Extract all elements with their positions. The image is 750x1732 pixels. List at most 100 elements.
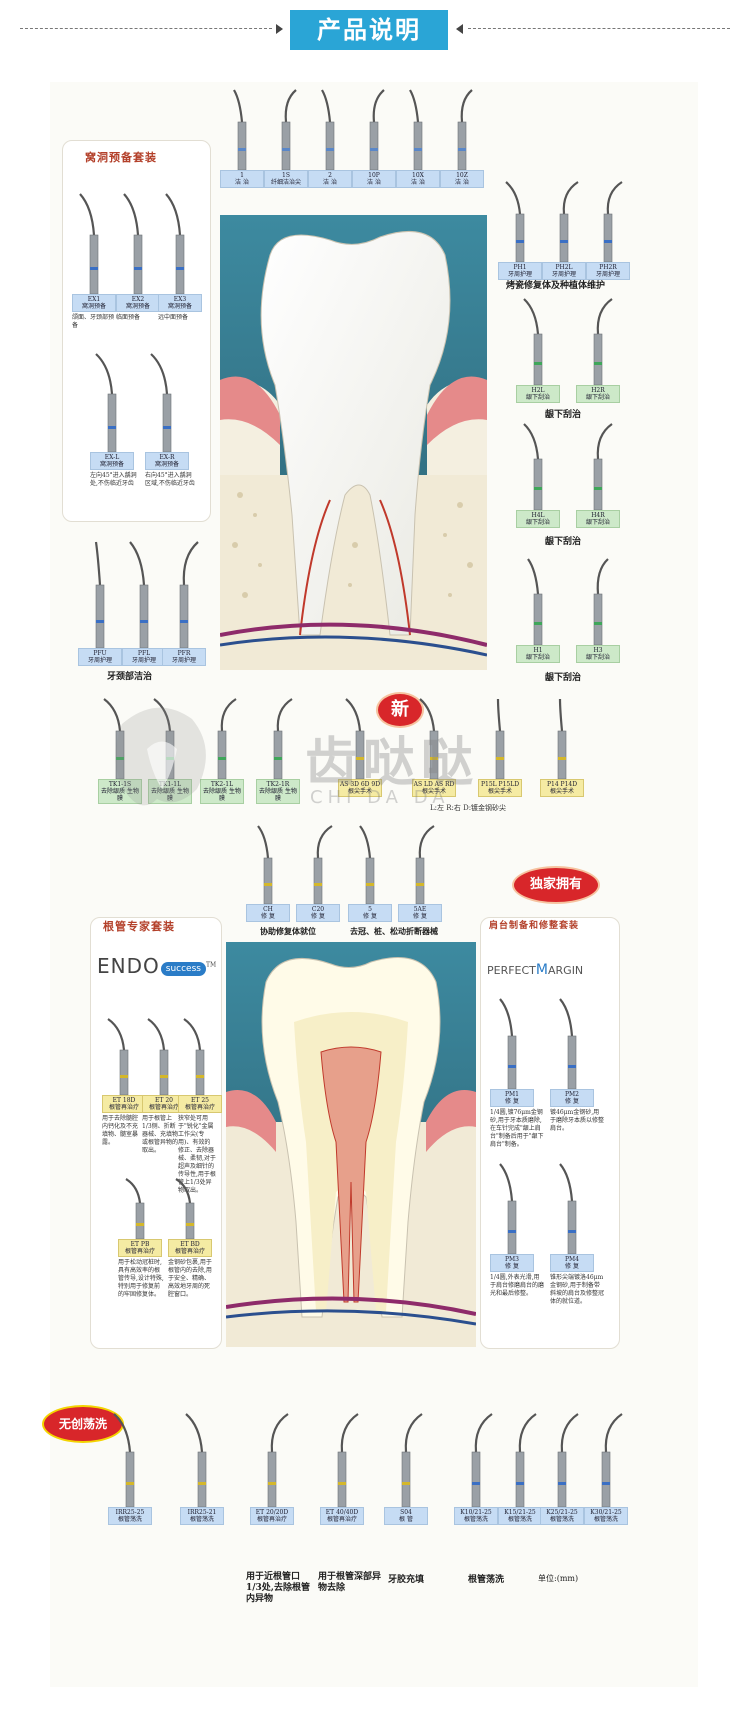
- header-arrow-left-icon: [456, 24, 463, 34]
- apical-tip-0-label: 根尖手术: [347, 788, 372, 795]
- new-badge: 新: [376, 692, 424, 728]
- endo-tip-0-icon: [107, 1018, 129, 1096]
- h-tip-1-code: H3: [593, 647, 603, 654]
- scaling-tip-3-code: 10P: [368, 172, 380, 179]
- k-file-tip-3-code: K30/21-25: [590, 1509, 622, 1516]
- unit-label: 单位:(mm): [538, 1574, 579, 1583]
- scaling-tip-2-icon: [321, 89, 335, 171]
- perio-tip-2-icon: [603, 181, 623, 263]
- margin-tip-3-code: PM4: [565, 1256, 579, 1263]
- endo-tip-4-icon: [175, 1178, 195, 1240]
- margin-logo-left: PERFECT: [487, 964, 536, 977]
- cavity-tip-0-icon: [79, 193, 99, 295]
- perio-tip-1-code: PH2L: [555, 264, 573, 271]
- h-tip-0-code: H1: [533, 647, 543, 654]
- apical-tip-1-label: 根尖手术: [421, 788, 446, 795]
- header-arrow-right-icon: [276, 24, 283, 34]
- et-tip-1-label: 根管再治疗: [326, 1516, 357, 1523]
- neck-tip-0-code: PFU: [93, 650, 107, 657]
- k-files-caption: 根管荡洗: [468, 1575, 505, 1585]
- et20-description: 用于近根管口1/3处,去除根管内异物: [246, 1572, 310, 1604]
- scaling-tip-3-label: 洁 治: [367, 179, 381, 186]
- endo-tip-3-code: ET PB: [130, 1241, 150, 1248]
- h2-tip-1-code: H2R: [591, 387, 605, 394]
- h4-tip-1-code: H4R: [591, 512, 605, 519]
- tk-tip-2-label: 去除龈质 生物膜: [203, 788, 241, 802]
- cavity-tip-3-icon: [95, 353, 117, 453]
- neck-tip-0-label: 牙周护理: [87, 657, 112, 664]
- watermark-cn: 齿哒哒: [305, 733, 480, 793]
- apical-tip-0-code: AS 3D 6D 9D: [339, 781, 381, 788]
- apical-tip-3-code: P14 P14D: [546, 781, 578, 788]
- et-tip-1-icon: [337, 1413, 359, 1508]
- k-file-tip-0-icon: [471, 1413, 493, 1508]
- apical-tip-1-code: AS LD AS RD: [413, 781, 455, 788]
- header-dashed-line-right: [468, 28, 730, 29]
- restoration-tip-2-label: 修 复: [363, 913, 377, 920]
- s04-tip-label: 根 管: [399, 1516, 413, 1523]
- apical-tip-3-label: 根尖手术: [549, 788, 574, 795]
- neck-tip-1-label: 牙周护理: [131, 657, 156, 664]
- restoration-tip-2-icon: [359, 825, 375, 905]
- restoration-tip-2-code: 5: [368, 906, 372, 913]
- cavity-tip-3-desc: 左向45°进入龋洞处,不伤临近牙齿: [90, 472, 137, 487]
- endo-tip-1-icon: [147, 1018, 169, 1096]
- restoration-tip-0-label: 修 复: [261, 913, 275, 920]
- s04-description: 牙胶充填: [388, 1575, 425, 1585]
- cavity-tip-0-desc: 颌面、牙颈部预备: [72, 314, 115, 329]
- cavity-kit-heading: 窝洞预备套装: [85, 151, 157, 164]
- et-tip-0-code: ET 20/20D: [255, 1509, 289, 1516]
- header-dashed-line-left: [20, 28, 272, 29]
- margin-tip-3-label: 修 复: [565, 1263, 579, 1270]
- et-tip-1-code: ET 40/40D: [325, 1509, 359, 1516]
- h-tip-1-icon: [593, 558, 609, 646]
- scaling-tip-2-label: 洁 治: [323, 179, 337, 186]
- perio-caption: 烤瓷修复体及种植体维护: [506, 281, 606, 291]
- scaling-tip-1-code: 1S: [282, 172, 290, 179]
- h4-tip-1-label: 龈下刮治: [585, 519, 610, 526]
- tk-tip-2-code: TK2-1L: [210, 781, 234, 788]
- neck-tip-0-icon: [94, 541, 105, 649]
- apical-tip-3-icon: [557, 698, 567, 780]
- h4-tip-0-icon: [523, 423, 543, 511]
- h2-tip-0-code: H2L: [531, 387, 545, 394]
- watermark-en: CHI DA DA: [310, 787, 450, 808]
- margin-tip-0-desc: 1/4圆,镀76μm金钢砂,用于牙本质磨除,在车针完成"龈上肩台"制备后用于"龈…: [490, 1109, 544, 1148]
- endo-tip-3-label: 根管再治疗: [124, 1248, 155, 1255]
- watermark-logo-icon: [102, 694, 222, 814]
